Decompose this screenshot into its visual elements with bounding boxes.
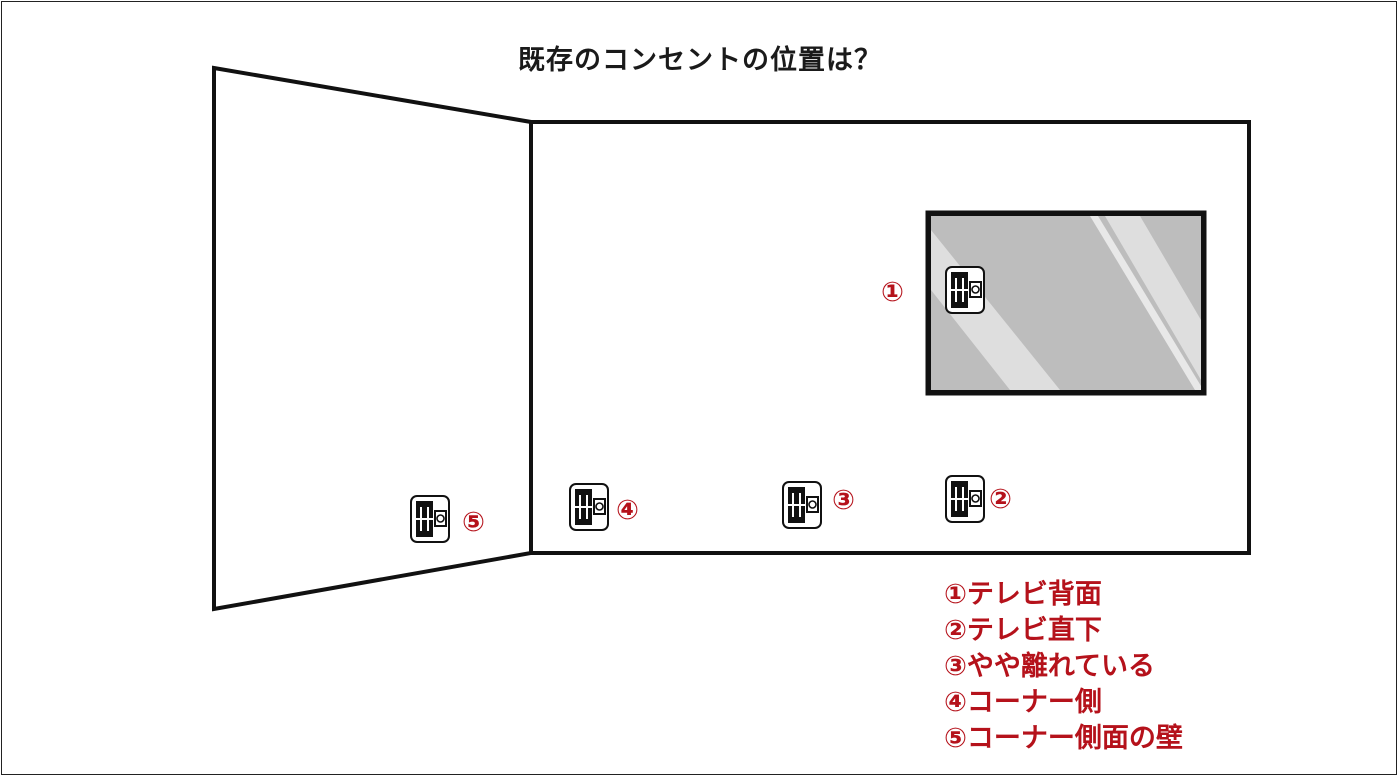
- page-title: 既存のコンセントの位置は？: [518, 45, 882, 76]
- legend: ①テレビ背面 ②テレビ直下 ③やや離れている ④コーナー側 ⑤コーナー側面の壁: [944, 578, 1183, 758]
- marker-2: ②: [989, 484, 1012, 515]
- marker-5: ⑤: [462, 507, 485, 538]
- outlet-icon: [410, 495, 450, 543]
- legend-item-4: ④コーナー側: [944, 687, 1102, 718]
- marker-1: ①: [881, 277, 904, 308]
- marker-3: ③: [832, 485, 855, 516]
- outlet-icon: [945, 266, 985, 314]
- outlet-icon: [782, 481, 822, 529]
- legend-item-5: ⑤コーナー側面の壁: [944, 723, 1183, 754]
- outlet-icon: [945, 475, 985, 523]
- legend-item-3: ③やや離れている: [944, 651, 1156, 682]
- legend-item-1: ①テレビ背面: [944, 579, 1102, 610]
- legend-item-2: ②テレビ直下: [944, 615, 1102, 646]
- outlet-icon: [569, 483, 609, 531]
- tv-icon: [925, 210, 1207, 396]
- marker-4: ④: [616, 495, 639, 526]
